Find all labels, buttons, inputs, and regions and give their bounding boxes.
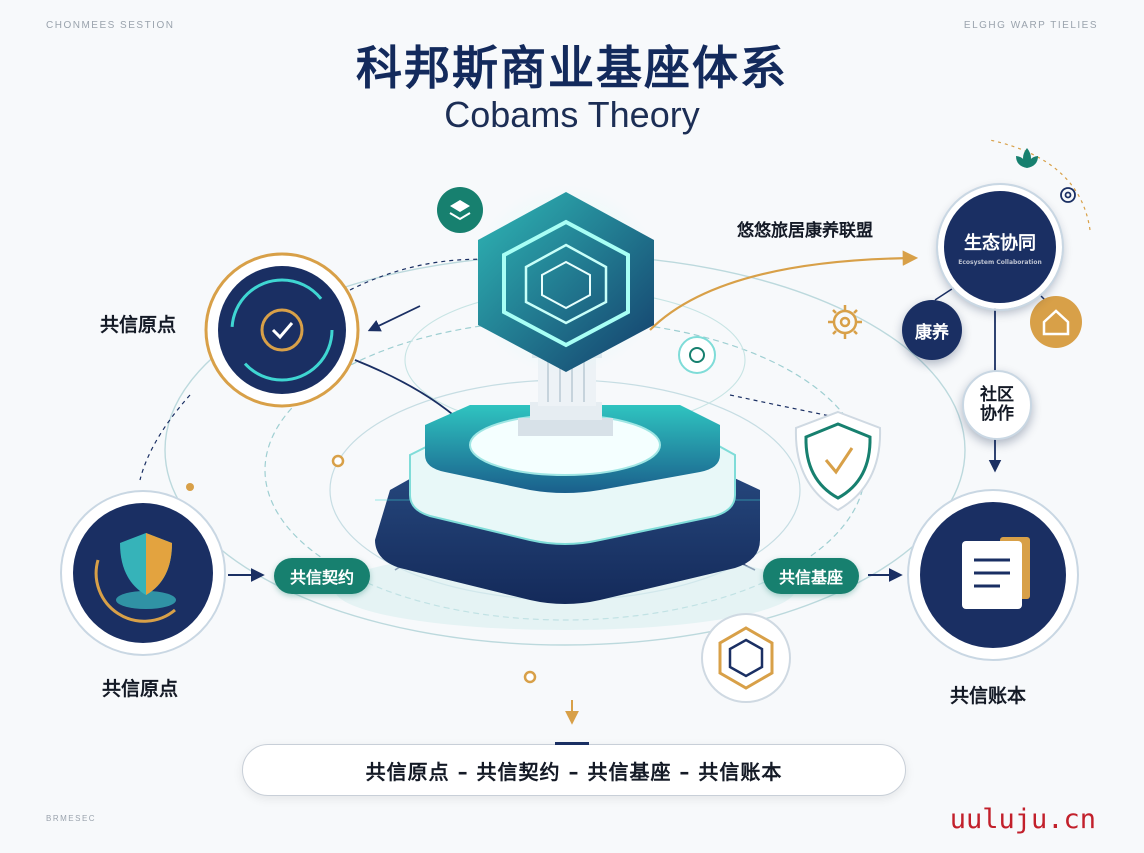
alliance-label: 悠悠旅居康养联盟 — [737, 221, 873, 241]
layers-icon — [437, 187, 483, 233]
page-title: 科邦斯商业基座体系 — [356, 41, 788, 95]
community-node-label: 社区 协作 — [980, 385, 1014, 424]
ledger-emblem — [907, 489, 1079, 661]
small-badge-icon — [678, 336, 716, 374]
shield-check-emblem — [794, 410, 882, 512]
leaf-icon — [1016, 148, 1038, 168]
wellness-node: 康养 — [902, 300, 962, 360]
flow-summary-bar: 共信原点 – 共信契约 – 共信基座 – 共信账本 — [242, 744, 906, 796]
page-subtitle: Cobams Theory — [444, 94, 700, 135]
origin-top-emblem — [204, 252, 360, 408]
ecology-node-subtitle: Ecosystem Collaboration — [958, 258, 1042, 266]
ecology-node: 生态协同 Ecosystem Collaboration — [936, 183, 1064, 311]
gear-icon-right — [1060, 187, 1076, 203]
origin-left-label: 共信原点 — [102, 678, 179, 700]
community-node: 社区 协作 — [962, 370, 1032, 440]
wellness-node-label: 康养 — [915, 322, 949, 343]
platform — [335, 405, 795, 630]
flow-summary-text: 共信原点 – 共信契约 – 共信基座 – 共信账本 — [365, 759, 783, 784]
origin-left-emblem — [60, 490, 226, 656]
origin-top-label: 共信原点 — [100, 314, 177, 336]
flow-bar-marker — [555, 742, 589, 745]
home-heart-icon — [1030, 296, 1082, 348]
ecology-node-title: 生态协同 — [964, 232, 1036, 254]
base-pill: 共信基座 — [763, 558, 860, 594]
corner-caption-top-left: CHONMEES SESTION — [46, 20, 175, 31]
corner-caption-bottom-left: BRMESEC — [46, 814, 97, 823]
hexagon-core — [471, 185, 661, 375]
corner-caption-top-right: ELGHG WARP TIELIES — [963, 20, 1098, 31]
ledger-label: 共信账本 — [950, 685, 1027, 707]
hex-badge-emblem — [701, 613, 791, 703]
site-watermark: uuluju.cn — [949, 804, 1096, 835]
gear-icon-left — [828, 305, 862, 339]
contract-pill: 共信契约 — [274, 558, 371, 594]
